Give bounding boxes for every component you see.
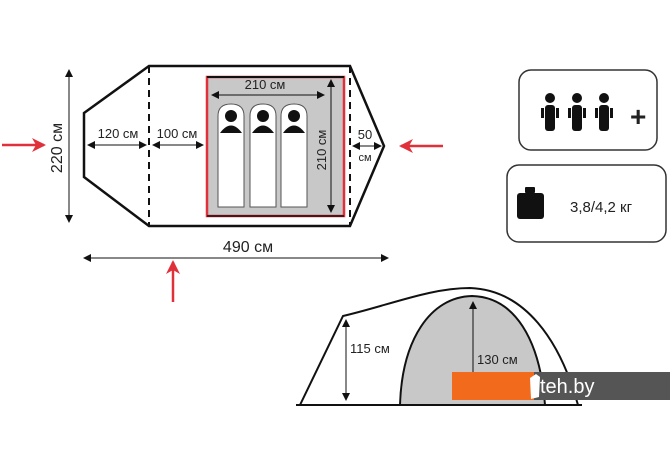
inner-width-label: 210 см — [245, 77, 286, 92]
width-label: 220 см — [49, 123, 66, 173]
capacity-box: + — [518, 69, 658, 151]
rear-label-top: 50 — [358, 127, 372, 142]
vestibule-height-label: 115 см — [350, 341, 390, 356]
person-head-icon — [257, 110, 269, 122]
front-vestibule-label: 120 см — [98, 126, 139, 141]
inner-height-label: 130 см — [477, 352, 518, 367]
sleeping-bag — [217, 103, 245, 208]
top-view: 220 см 120 см 100 см 210 см 210 см 50 см… — [2, 64, 443, 302]
sleeping-bag — [249, 103, 277, 208]
sleeping-bag — [280, 103, 308, 208]
rear-label-bottom: см — [358, 152, 371, 164]
person-head-icon — [288, 110, 300, 122]
total-length-label: 490 см — [223, 239, 273, 256]
weight-box: 3,8/4,2 кг — [506, 164, 667, 243]
sleeping-bags — [217, 103, 308, 208]
weight-label: 3,8/4,2 кг — [570, 199, 633, 216]
weight-icon — [517, 187, 544, 219]
mid-vestibule-label: 100 см — [157, 126, 198, 141]
watermark-text: teh.by — [540, 376, 594, 398]
capacity-plus: + — [630, 101, 646, 132]
person-head-icon — [225, 110, 237, 122]
people-icon — [541, 93, 613, 131]
inner-length-label: 210 см — [314, 130, 329, 171]
watermark: teh.by — [452, 372, 670, 400]
